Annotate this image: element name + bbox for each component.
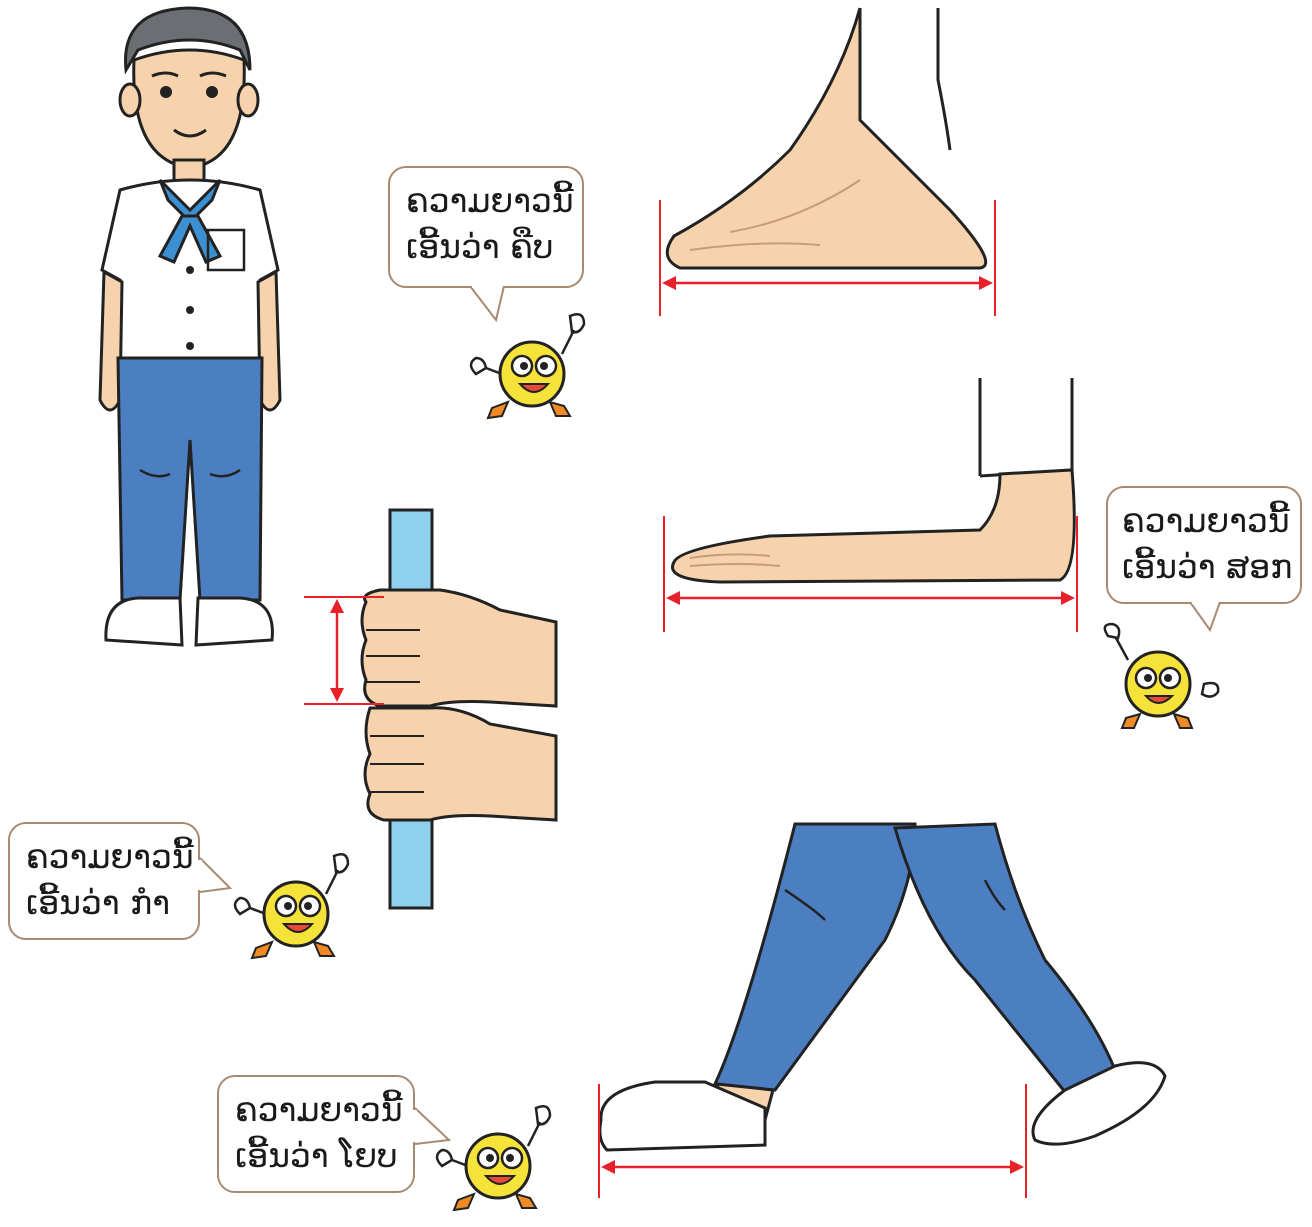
boy-figure	[90, 0, 290, 660]
mascot-icon	[462, 308, 602, 428]
bubble-line-2: ເອີ້ນວ່າ ສອກ	[1122, 544, 1284, 590]
forearm-measure-line	[655, 510, 1095, 635]
bubble-line-1: ຄວາມຍາວນີ້	[235, 1087, 397, 1133]
bubble-line-1: ຄວາມຍາວນີ້	[406, 178, 566, 224]
step-measure-line	[590, 1080, 1040, 1200]
mascot-icon	[1096, 620, 1226, 740]
speech-bubble-foot: ຄວາມຍາວນີ້ ເອີ້ນວ່າ ຄືບ	[388, 166, 584, 288]
foot-measure-line	[650, 190, 1010, 320]
speech-bubble-fist: ຄວາມຍາວນີ້ ເອີ້ນວ່າ ກຳ	[8, 822, 200, 940]
mascot-icon	[226, 848, 366, 968]
bubble-line-2: ເອີ້ນວ່າ ຄືບ	[406, 224, 566, 270]
bubble-line-1: ຄວາມຍາວນີ້	[1122, 498, 1284, 544]
bubble-line-2: ເອີ້ນວ່າ ກຳ	[26, 880, 182, 926]
fist-measure-line	[300, 590, 390, 710]
bubble-line-1: ຄວາມຍາວນີ້	[26, 834, 182, 880]
speech-bubble-step: ຄວາມຍາວນີ້ ເອີ້ນວ່າ ໂຍບ	[217, 1075, 415, 1193]
speech-bubble-forearm: ຄວາມຍາວນີ້ ເອີ້ນວ່າ ສອກ	[1106, 486, 1302, 604]
bubble-line-2: ເອີ້ນວ່າ ໂຍບ	[235, 1133, 397, 1179]
mascot-icon	[428, 1100, 568, 1220]
